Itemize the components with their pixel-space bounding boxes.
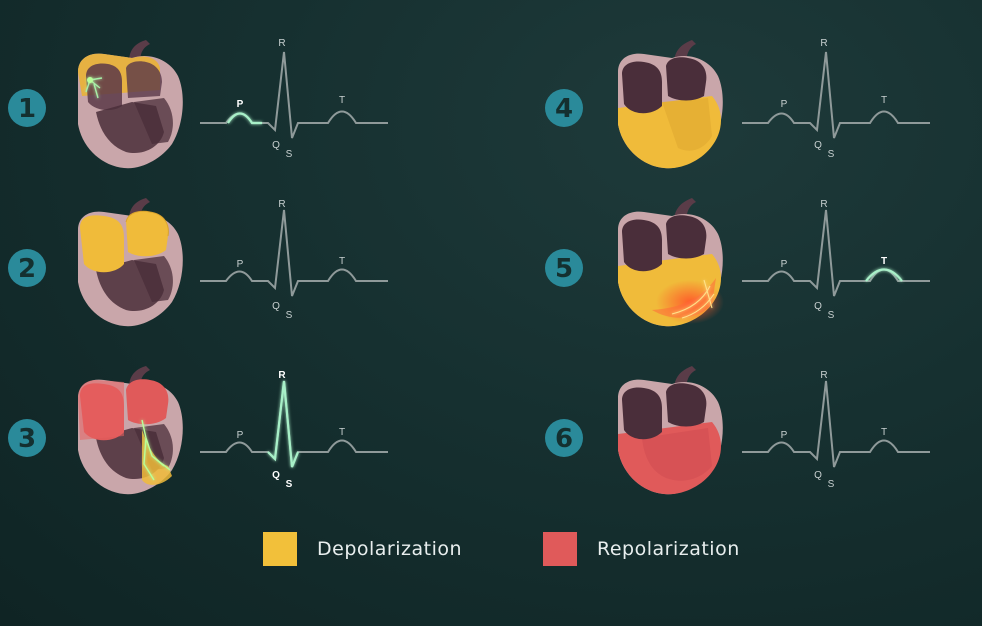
ecg-label-q: Q: [814, 301, 822, 312]
ecg-trace: [742, 209, 930, 297]
step-5-number: 5: [555, 254, 573, 284]
ecg-label-t: T: [881, 256, 887, 267]
ecg-label-q: Q: [814, 140, 822, 151]
step-1-badge: [8, 89, 46, 127]
ecg-trace: [200, 51, 388, 139]
ecg-trace: [742, 51, 930, 139]
step-4-heart: [618, 40, 723, 169]
ecg-label-q: Q: [272, 140, 280, 151]
step-2-heart: [78, 198, 183, 327]
ecg-label-r: R: [820, 38, 827, 49]
step-2-ecg: P R Q S T: [200, 199, 388, 321]
step-3-ecg: P R Q S T: [200, 370, 388, 490]
ecg-active-segment: [865, 268, 903, 282]
step-2-number: 2: [18, 254, 36, 284]
step-4-number: 4: [555, 94, 573, 124]
ecg-label-s: S: [828, 310, 835, 321]
step-3-number: 3: [18, 424, 36, 454]
ecg-label-t: T: [881, 427, 887, 438]
step-4-panel: 4 P R Q S T: [545, 38, 930, 169]
step-3-panel: 3 P R Q S T: [8, 366, 388, 495]
step-1-ecg: P R Q S T: [200, 38, 388, 160]
step-1-panel: 1 P R Q S T: [8, 38, 388, 169]
ecg-label-p: P: [237, 430, 244, 441]
ecg-label-t: T: [339, 95, 345, 106]
ecg-label-s: S: [286, 310, 293, 321]
ecg-label-q: Q: [272, 470, 280, 481]
ecg-label-p: P: [781, 430, 788, 441]
ecg-trace: [200, 380, 388, 468]
ecg-label-q: Q: [814, 470, 822, 481]
ecg-label-s: S: [286, 149, 293, 160]
step-5-ecg: P R Q S T: [742, 199, 930, 321]
ecg-label-p: P: [781, 99, 788, 110]
step-5-panel: 5 P R Q S T: [545, 198, 930, 327]
step-6-number: 6: [555, 424, 573, 454]
ecg-label-p: P: [237, 99, 244, 110]
ecg-label-t: T: [339, 256, 345, 267]
ecg-label-s: S: [828, 149, 835, 160]
legend-depolarization-swatch: [263, 532, 297, 566]
step-6-ecg: P R Q S T: [742, 370, 930, 490]
step-2-badge: [8, 249, 46, 287]
ecg-active-segment: [227, 112, 262, 125]
step-3-heart: [78, 366, 183, 495]
ecg-label-r: R: [278, 370, 286, 381]
step-4-badge: [545, 89, 583, 127]
ecg-label-p: P: [237, 259, 244, 270]
ecg-label-t: T: [881, 95, 887, 106]
ecg-active-segment: [267, 380, 300, 468]
step-4-ecg: P R Q S T: [742, 38, 930, 160]
legend-repolarization-swatch: [543, 532, 577, 566]
step-6-heart: [618, 366, 723, 495]
legend-repolarization: Repolarization: [543, 532, 740, 566]
ecg-trace: [200, 209, 388, 297]
ecg-label-r: R: [278, 199, 285, 210]
ecg-label-r: R: [820, 199, 827, 210]
step-5-badge: [545, 249, 583, 287]
ecg-label-t: T: [339, 427, 345, 438]
ecg-label-r: R: [820, 370, 827, 381]
legend-depolarization: Depolarization: [263, 532, 462, 566]
step-6-badge: [545, 419, 583, 457]
step-2-panel: 2 P R Q S T: [8, 198, 388, 327]
ecg-label-s: S: [828, 479, 835, 490]
step-1-heart: [78, 40, 183, 169]
ecg-label-r: R: [278, 38, 285, 49]
step-1-number: 1: [18, 94, 36, 124]
ecg-label-p: P: [781, 259, 788, 270]
legend-depolarization-label: Depolarization: [317, 538, 463, 560]
step-5-heart: [618, 198, 724, 327]
step-3-badge: [8, 419, 46, 457]
ecg-label-q: Q: [272, 301, 280, 312]
legend-repolarization-label: Repolarization: [597, 538, 740, 560]
ecg-trace: [742, 380, 930, 468]
ecg-label-s: S: [286, 479, 293, 490]
step-6-panel: 6 P R Q S T: [545, 366, 930, 495]
